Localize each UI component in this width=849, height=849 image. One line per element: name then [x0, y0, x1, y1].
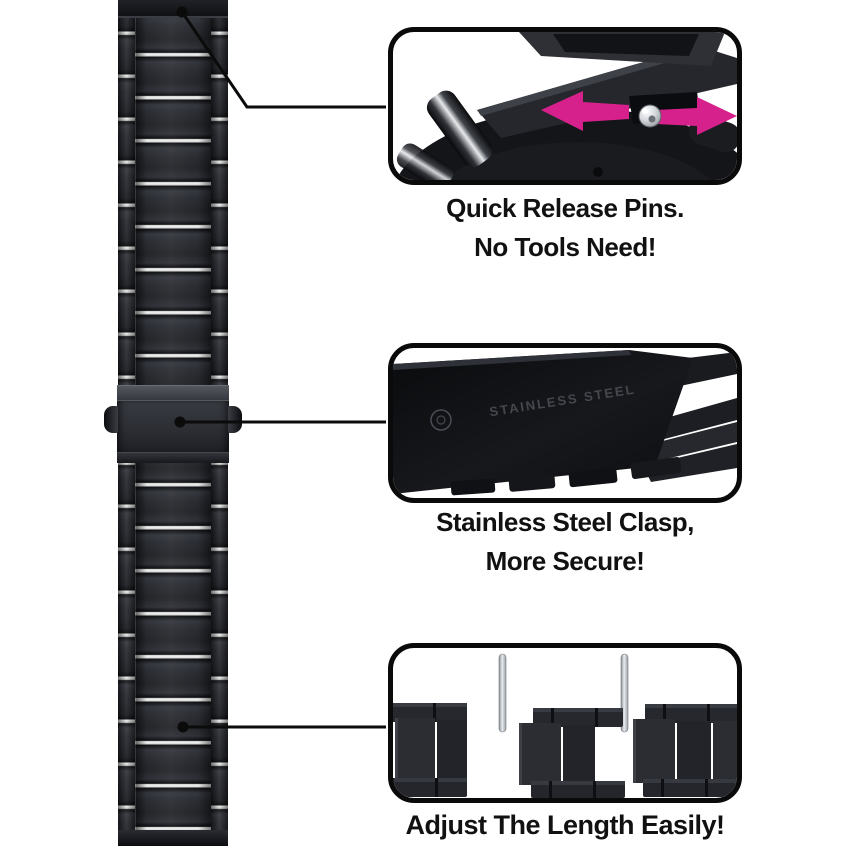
clasp-photo: STAINLESS STEEL	[388, 343, 742, 503]
flipped-plate-inner	[553, 34, 699, 56]
knob-highlight	[642, 108, 648, 114]
quick-release-photo	[388, 27, 742, 185]
slide-arrow-right-icon	[655, 97, 737, 135]
caption-adjust: Adjust The Length Easily!	[388, 806, 742, 845]
clasp-logo	[430, 409, 452, 431]
clasp-logo-inner	[436, 415, 446, 425]
quick-release-pin-knob	[638, 104, 662, 128]
caption-quick-release: Quick Release Pins. No Tools Need!	[388, 189, 742, 267]
caption-quick-release-line1: Quick Release Pins.	[446, 193, 684, 223]
clasp-body	[117, 400, 229, 453]
clasp-plate-top	[117, 385, 229, 401]
adjust-length-photo	[388, 643, 742, 803]
watch-case-inner	[444, 142, 712, 180]
link-segment	[633, 704, 737, 797]
caption-clasp-line2: More Secure!	[485, 546, 645, 576]
link-feet	[450, 456, 682, 496]
band-link-diagonal	[645, 422, 737, 464]
plate-edge-highlight	[477, 46, 703, 116]
band-end-link-bottom	[118, 830, 228, 846]
band-clasp	[104, 385, 242, 463]
clasp-photo-art: STAINLESS STEEL	[393, 350, 737, 496]
clasp-cover-plate	[393, 350, 693, 494]
caption-quick-release-line2: No Tools Need!	[474, 232, 656, 262]
quick-release-photo-art	[396, 32, 737, 180]
band-link-diagonal	[653, 398, 737, 442]
knob-shadow	[648, 115, 656, 123]
band-attachment-plate	[477, 46, 737, 138]
clasp-release-button-right	[228, 406, 242, 433]
clasp-release-button-left	[104, 406, 118, 433]
clasp-plate-bottom	[117, 452, 229, 463]
link-segment	[519, 708, 625, 798]
caption-adjust-line1: Adjust The Length Easily!	[405, 810, 725, 840]
band-link-glossy	[396, 143, 454, 180]
caption-clasp: Stainless Steel Clasp, More Secure!	[388, 503, 742, 581]
link-pin	[498, 653, 507, 733]
band-end-link-top	[118, 0, 228, 18]
slide-arrow-left-icon	[541, 91, 629, 131]
adjust-length-photo-art	[393, 653, 737, 798]
plate-top-edge	[393, 350, 631, 370]
band-link-glossy	[426, 90, 493, 168]
caption-clasp-line1: Stainless Steel Clasp,	[436, 507, 694, 537]
case-screw	[593, 167, 603, 177]
link-segment	[393, 703, 467, 797]
